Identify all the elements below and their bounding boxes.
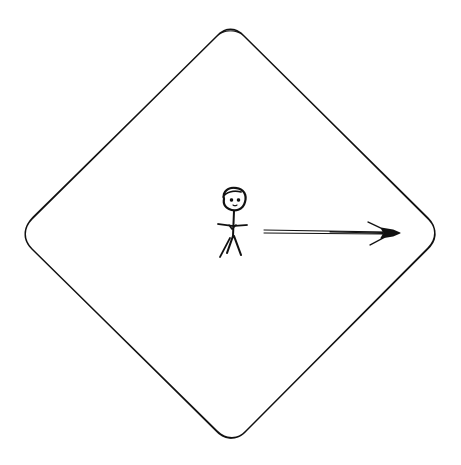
arrow — [263, 221, 401, 246]
stick-figure-body — [217, 210, 248, 258]
stick-figure — [217, 186, 248, 258]
stick-figure-head — [222, 186, 247, 212]
diamond-shape — [24, 28, 436, 439]
